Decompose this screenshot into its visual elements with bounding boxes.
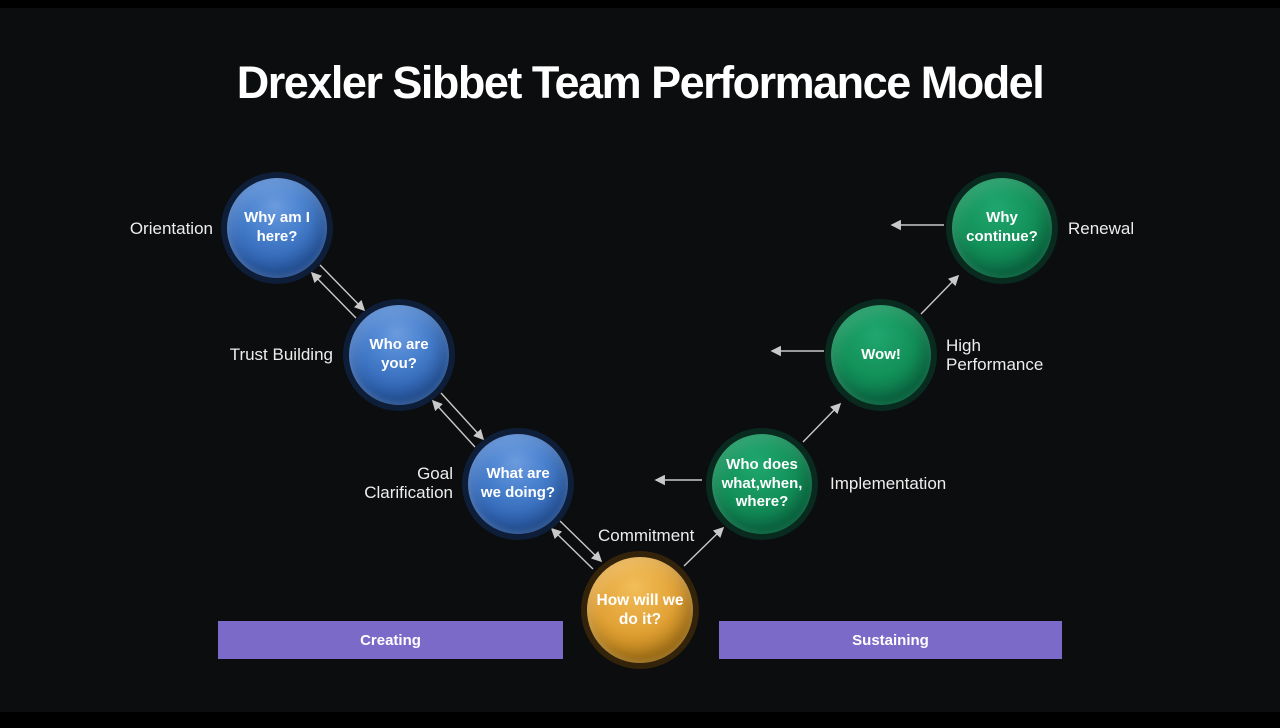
feedback-arrow-3-up (550, 527, 594, 570)
stage-circle-goal-clarification: What are we doing? (468, 434, 568, 534)
stage-label-orientation: Orientation (129, 219, 213, 238)
stage-label-high-performance: High Performance (946, 336, 1044, 374)
flow-arrow-implementation-to-high-performance (802, 402, 842, 443)
stage-label-goal-clarification: Goal Clarification (364, 464, 453, 502)
phase-bar-creating: Creating (218, 621, 563, 659)
flow-arrow-2-down (440, 392, 485, 441)
stage-question: Who are you? (369, 336, 429, 372)
feedback-arrow-2-up (431, 399, 476, 448)
stage-question: What are we doing? (480, 465, 556, 501)
stage-circle-trust-building: Who are you? (349, 305, 449, 405)
stage-label-implementation: Implementation (830, 474, 947, 493)
flow-arrow-3-down (559, 520, 603, 563)
stage-question: Wow! (861, 345, 901, 363)
stage-question: How will we do it? (596, 591, 684, 628)
page-title: Drexler Sibbet Team Performance Model (236, 57, 1045, 108)
flow-arrow-commitment-to-implementation (683, 526, 725, 567)
flow-arrow-1-down (319, 264, 366, 312)
stage-circle-renewal: Why continue? (952, 178, 1052, 278)
stage-label-renewal: Renewal (1068, 219, 1135, 238)
stage-label-commitment: Commitment (598, 526, 695, 545)
stage-question: Why am I here? (244, 209, 310, 245)
slide-canvas: Drexler Sibbet Team Performance Model Wh… (0, 8, 1280, 712)
stage-label-trust-building: Trust Building (229, 345, 333, 364)
phase-bar-sustaining: Sustaining (719, 621, 1062, 659)
stage-circle-implementation: Who does what,when, where? (712, 434, 812, 534)
stage-circle-commitment: How will we do it? (587, 557, 693, 663)
flow-arrow-high-performance-to-renewal (920, 274, 960, 315)
feedback-arrow-1-up (310, 271, 357, 319)
stage-question: Why continue? (966, 209, 1038, 245)
stage-circle-orientation: Why am I here? (227, 178, 327, 278)
stage-question: Who does what,when, where? (721, 455, 803, 511)
stage-circle-high-performance: Wow! (831, 305, 931, 405)
arrows-layer (310, 219, 960, 570)
